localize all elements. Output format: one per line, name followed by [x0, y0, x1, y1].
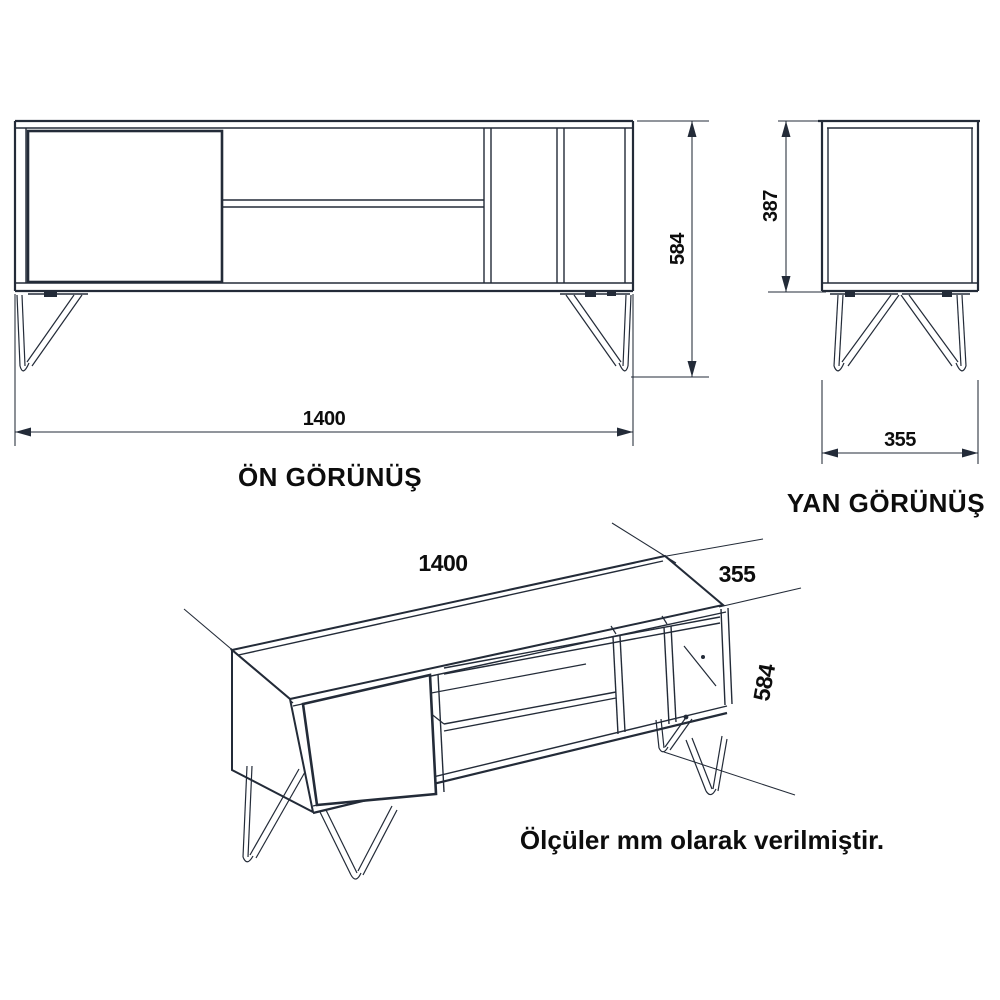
- side-rear-leg: [900, 294, 967, 372]
- arrow-up-icon: [781, 121, 791, 137]
- front-height-dimension: 584: [667, 232, 689, 265]
- side-view-label: YAN GÖRÜNÜŞ: [787, 488, 985, 518]
- perspective-width-dimension: 1400: [418, 550, 467, 576]
- front-left-leg: [16, 294, 83, 372]
- arrow-left-icon: [15, 427, 31, 437]
- arrow-left-icon: [822, 448, 838, 458]
- arrow-up-icon: [687, 121, 697, 137]
- front-view-label: ÖN GÖRÜNÜŞ: [238, 462, 422, 492]
- side-front-leg: [833, 294, 900, 372]
- perspective-height-dimension: 584: [748, 661, 780, 703]
- arrow-down-icon: [781, 276, 791, 292]
- perspective-view-dimensions: 1400 355 584: [418, 550, 780, 703]
- front-width-dimension: 1400: [303, 408, 346, 430]
- arrow-right-icon: [617, 427, 633, 437]
- units-note: Ölçüler mm olarak verilmiştir.: [520, 825, 884, 855]
- side-view-drawing: [818, 119, 980, 372]
- side-view-dimensions: 387 355 YAN GÖRÜNÜŞ: [760, 120, 985, 518]
- arrow-right-icon: [962, 448, 978, 458]
- top-panel: [229, 554, 726, 701]
- side-depth-dimension: 355: [884, 429, 916, 451]
- front-door-panel: [26, 129, 224, 284]
- front-right-leg: [565, 294, 632, 372]
- perspective-legs: [242, 715, 728, 880]
- perspective-depth-dimension: 355: [719, 561, 757, 587]
- perspective-door-panel: [301, 673, 438, 807]
- side-body-height-dimension: 387: [760, 190, 782, 222]
- perspective-view-drawing: [183, 522, 802, 880]
- front-view-dimensions: 584 1400 ÖN GÖRÜNÜŞ: [14, 120, 709, 492]
- front-view-drawing: [13, 119, 635, 372]
- arrow-down-icon: [687, 361, 697, 377]
